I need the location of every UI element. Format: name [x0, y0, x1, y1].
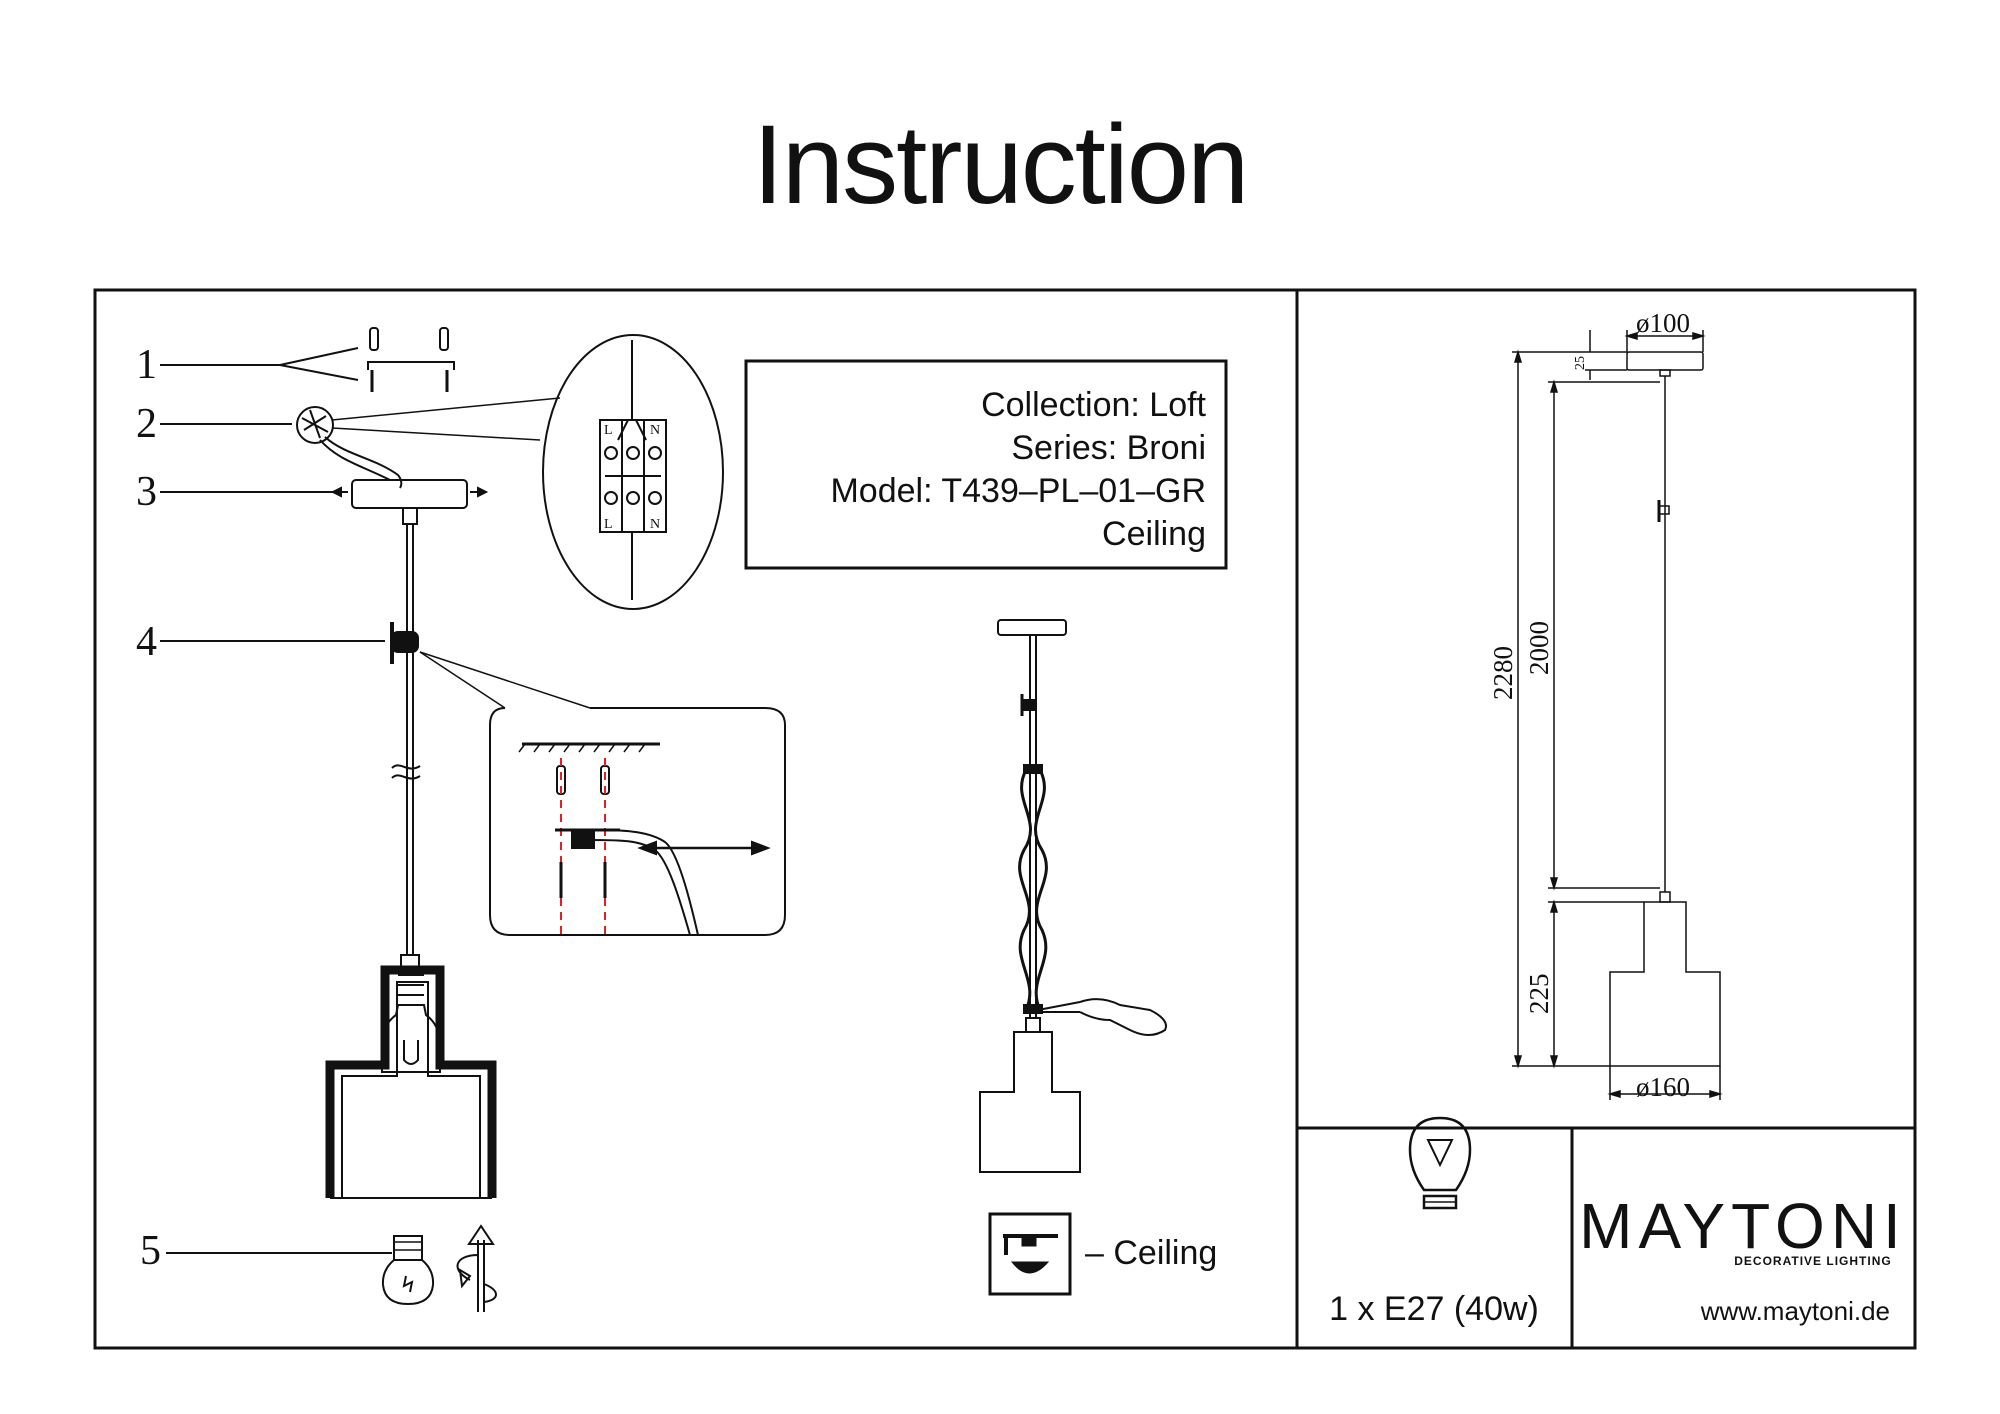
part-number-1: 1 [136, 342, 157, 388]
cable-shortening-diagram [979, 619, 1167, 1173]
canopy-icon [330, 479, 489, 525]
screw-anchor-icon [367, 327, 455, 392]
rotate-arrow-icon [456, 1224, 497, 1312]
mount-label: Ceiling [1102, 515, 1206, 553]
dimension-drawing [1512, 330, 1723, 1100]
dim-canopy-height: 25 [1573, 356, 1588, 370]
bulb-spec-label: 1 x E27 (40w) [1329, 1290, 1539, 1328]
lamp-shade-icon [325, 954, 497, 1199]
ceiling-mount-icon [988, 1212, 1072, 1296]
dim-shade-diameter: ø160 [1636, 1072, 1690, 1102]
dim-cable-length: 2000 [1524, 621, 1554, 675]
assembly-diagram: 1 2 3 4 5 [136, 327, 786, 1312]
outer-frame [93, 288, 1917, 1350]
dim-canopy-diameter: ø100 [1636, 308, 1690, 338]
series-label: Series: Broni [1011, 429, 1206, 467]
brand-url: www.maytoni.de [1700, 1296, 1890, 1326]
bulb-spec-icon [1408, 1116, 1472, 1210]
terminal-detail [542, 334, 724, 610]
terminal-label-l-top: L [604, 423, 613, 438]
terminal-block-icon [296, 406, 403, 489]
page-title: Instruction [752, 102, 1250, 227]
brand-logo: MAYTONI [1579, 1190, 1907, 1262]
info-box [744, 359, 1228, 570]
terminal-label-l-bottom: L [604, 517, 613, 532]
terminal-label-n-bottom: N [650, 517, 660, 532]
part-number-3: 3 [136, 469, 157, 515]
collection-label: Collection: Loft [981, 386, 1206, 424]
dim-shade-height: 225 [1524, 974, 1554, 1015]
ceiling-mount-label: – Ceiling [1085, 1234, 1217, 1272]
terminal-label-n-top: N [650, 423, 660, 438]
adjuster-detail [489, 707, 786, 936]
brand-tagline: DECORATIVE LIGHTING [1734, 1254, 1891, 1268]
cable-adjuster-icon [390, 622, 419, 664]
part-number-5: 5 [140, 1228, 161, 1274]
bulb-icon [381, 1235, 435, 1306]
part-number-2: 2 [136, 401, 157, 447]
model-label: Model: T439–PL–01–GR [830, 472, 1206, 510]
dim-total-height: 2280 [1488, 646, 1518, 700]
part-number-4: 4 [136, 619, 157, 665]
